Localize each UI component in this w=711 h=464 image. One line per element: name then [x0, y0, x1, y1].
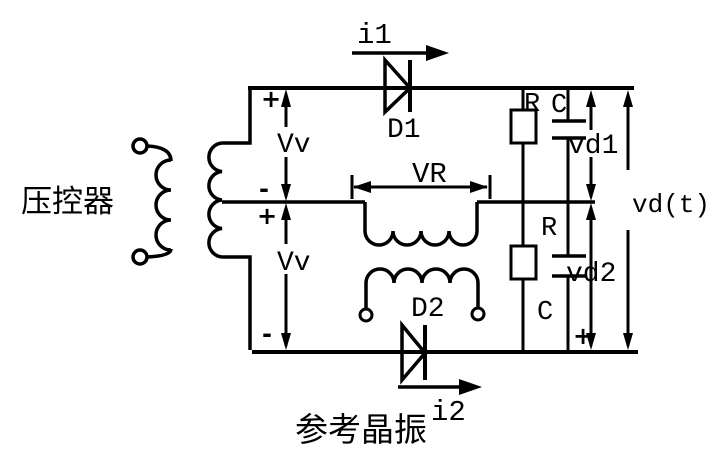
primary-coil [154, 158, 172, 252]
arrow-down-icon [281, 184, 291, 201]
primary-bottom-terminal [131, 248, 149, 266]
primary-top-terminal [131, 137, 149, 155]
diode-d1: D1 [383, 55, 421, 146]
reference-crystal-label: 参考晶振 [295, 411, 427, 448]
i1-label: i1 [357, 19, 392, 52]
vv-lower-dimension: Vv [277, 203, 311, 350]
rf-transformer-secondary-coil [364, 267, 480, 309]
vd2-dimension: vd2 [566, 203, 616, 350]
rf-transformer-secondary [358, 267, 486, 323]
vd2-label: vd2 [566, 259, 616, 290]
arrow-left-icon [353, 181, 371, 193]
arrow-down-icon [623, 333, 633, 350]
arrow-right-icon [470, 181, 488, 193]
diode-d2: D2 [400, 294, 445, 385]
vv-upper-dimension: Vv [277, 89, 311, 201]
primary-bottom-lead [146, 248, 173, 259]
arrow-right-icon [459, 379, 482, 395]
secondary-top-lead [222, 90, 252, 145]
resistor-lower [509, 244, 538, 281]
d2-label: D2 [411, 294, 445, 325]
vd1-label: vd1 [568, 131, 618, 162]
resistor-branch [509, 88, 538, 352]
diode-triangle [383, 55, 413, 117]
vdt-label: vd(t) [632, 190, 710, 220]
secondary-right-terminal [470, 306, 486, 322]
rf-transformer-primary-coil [363, 202, 479, 247]
r-upper-label: R [524, 90, 540, 120]
r-lower-label: R [541, 214, 557, 244]
input-transformer [131, 90, 252, 350]
plus-sign-right: + [573, 322, 593, 350]
voltage-controller-label: 压控器 [21, 184, 114, 219]
plus-sign-top: + [261, 85, 281, 113]
capacitor-branch [552, 88, 586, 352]
i2-current-annotation: i2 [398, 379, 482, 429]
arrow-down-icon [586, 333, 596, 350]
i2-label: i2 [431, 396, 466, 429]
vv-upper-label: Vv [277, 130, 311, 161]
vr-label: VR [412, 158, 447, 191]
secondary-left-terminal [358, 307, 374, 323]
d1-label: D1 [387, 115, 421, 146]
arrow-right-icon [426, 45, 449, 61]
vr-dimension: VR [350, 158, 492, 199]
c-lower-label: C [537, 298, 553, 328]
i1-current-annotation: i1 [352, 19, 449, 61]
minus-sign-bottom: - [262, 320, 272, 348]
arrow-down-icon [586, 184, 596, 201]
vd1-dimension: vd1 [568, 90, 618, 201]
diode-triangle [400, 320, 428, 385]
arrow-down-icon [281, 333, 291, 350]
vdt-dimension: vd(t) [623, 90, 710, 350]
plus-sign-mid: + [257, 202, 277, 230]
c-upper-label: C [551, 91, 567, 121]
secondary-bottom-lead [222, 255, 252, 350]
secondary-coil [207, 141, 223, 259]
vv-lower-label: Vv [277, 248, 311, 279]
minus-sign-mid: - [259, 175, 269, 203]
